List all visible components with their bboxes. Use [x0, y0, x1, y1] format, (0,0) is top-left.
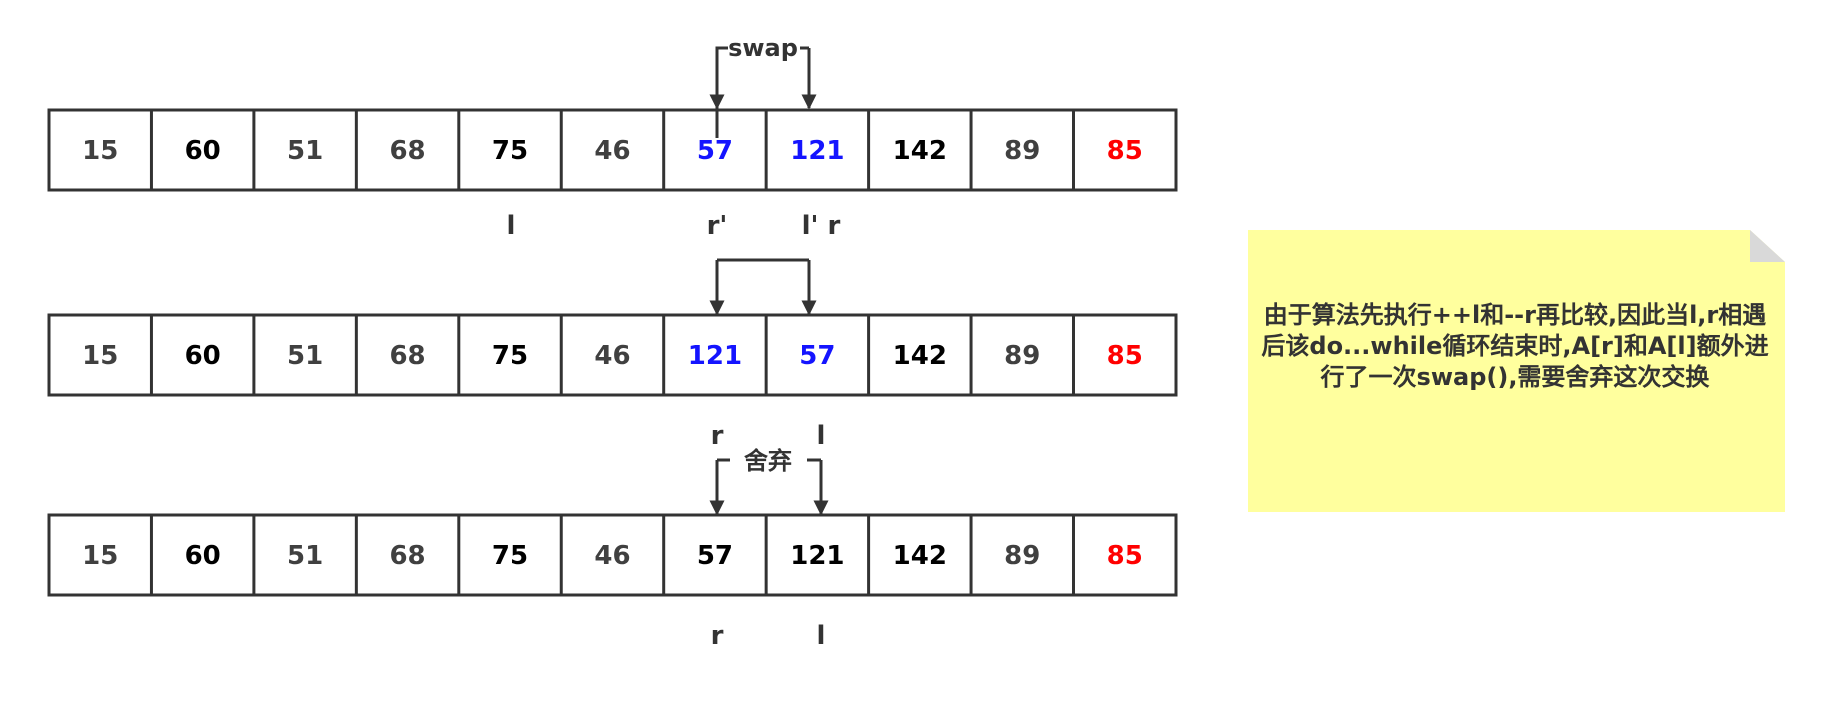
array-cell-value: 46 [594, 541, 630, 571]
pointer-r-prime: r' [707, 211, 728, 241]
array-cell-value: 142 [893, 541, 947, 571]
array-cell-value: 68 [389, 341, 425, 371]
discard-label: 舍弃 [744, 447, 792, 475]
array-cell-value: 46 [594, 341, 630, 371]
array-cell-value: 89 [1004, 136, 1040, 166]
array-cells: 15 60 51 68 75 46 121 57 142 89 85 [82, 315, 1143, 395]
pointer-l-prime-r: l' r [802, 211, 841, 241]
array-cell-value: 121 [790, 136, 844, 166]
array-cell-value: 85 [1107, 541, 1143, 571]
explanation-note [1248, 230, 1785, 512]
array-cell-value: 68 [389, 136, 425, 166]
pointer-r: r [711, 621, 724, 651]
array-cell-value: 68 [389, 541, 425, 571]
array-cell-value: 60 [185, 341, 221, 371]
pointer-labels-row-3: r l [711, 621, 826, 651]
array-cell-value: 51 [287, 541, 323, 571]
pointer-labels-row-2: r l [711, 421, 826, 451]
array-cell-value: 57 [697, 136, 733, 166]
pointer-l: l [817, 421, 826, 451]
array-cell-value: 142 [893, 341, 947, 371]
pointer-r: r [711, 421, 724, 451]
pointer-l: l [817, 621, 826, 651]
array-cell-value: 75 [492, 341, 528, 371]
explanation-note-text: 由于算法先执行++l和--r再比较,因此当l,r相遇后该do...while循环… [1261, 301, 1769, 391]
array-cell-value: 121 [790, 541, 844, 571]
array-cell-value: 121 [688, 341, 742, 371]
array-cell-value: 85 [1107, 341, 1143, 371]
array-cells: 15 60 51 68 75 46 57 121 142 89 85 [82, 110, 1143, 190]
array-cell-value: 15 [82, 541, 118, 571]
array-cell-value: 89 [1004, 541, 1040, 571]
array-cell-value: 57 [799, 341, 835, 371]
array-cell-value: 75 [492, 541, 528, 571]
array-cell-value: 60 [185, 541, 221, 571]
discard-bracket: 舍弃 [709, 447, 829, 516]
array-cell-value: 15 [82, 341, 118, 371]
swap-arrows-row-2 [709, 258, 817, 316]
array-row-3: 15 60 51 68 75 46 57 121 142 89 85 [47, 513, 1178, 597]
array-cell-value: 89 [1004, 341, 1040, 371]
array-cell-value: 57 [697, 541, 733, 571]
array-cells: 15 60 51 68 75 46 57 121 142 89 85 [82, 515, 1143, 595]
array-cell-value: 51 [287, 341, 323, 371]
array-cell-value: 51 [287, 136, 323, 166]
pointer-l: l [507, 211, 516, 241]
array-cell-value: 75 [492, 136, 528, 166]
array-cell-value: 46 [594, 136, 630, 166]
array-cell-value: 15 [82, 136, 118, 166]
array-row-1: 15 60 51 68 75 46 57 121 142 89 85 [47, 108, 1178, 192]
array-cell-value: 60 [185, 136, 221, 166]
note-fold-icon [1750, 230, 1785, 262]
pointer-labels-row-1: l r' l' r [507, 211, 841, 241]
array-cell-value: 85 [1107, 136, 1143, 166]
array-cell-value: 142 [893, 136, 947, 166]
swap-bracket: swap [709, 34, 817, 138]
array-row-2: 15 60 51 68 75 46 121 57 142 89 85 [47, 313, 1178, 397]
swap-label: swap [728, 34, 798, 62]
